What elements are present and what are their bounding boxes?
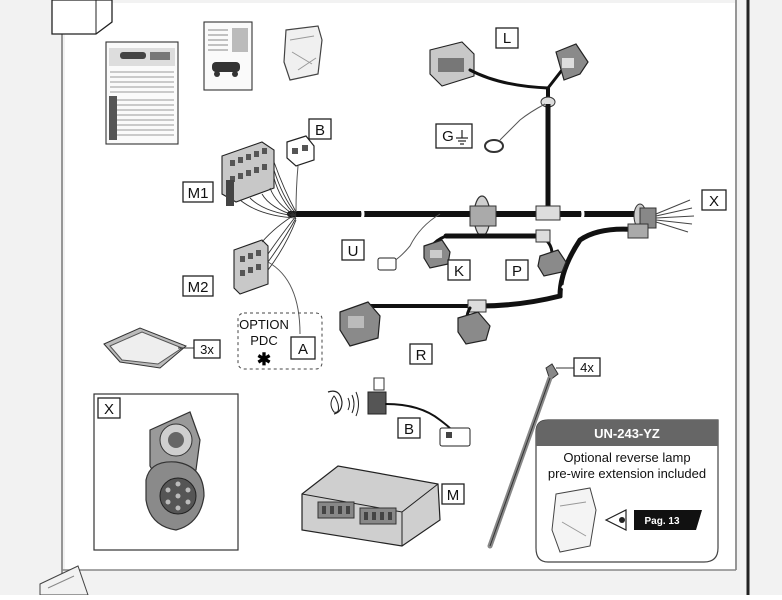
control-module-M — [301, 465, 441, 547]
page-ref-tag: Pag. 13 — [634, 510, 702, 530]
info-line-2: pre-wire extension included — [548, 466, 706, 481]
label-L-text: L — [503, 30, 511, 47]
connector-B-top — [286, 135, 315, 213]
label-X-box-text: X — [104, 401, 114, 418]
pdc-text: PDC — [250, 333, 277, 348]
trailer-socket-icon — [145, 411, 205, 531]
info-line-1: Optional reverse lamp — [563, 450, 690, 465]
label-M-text: M — [447, 487, 460, 504]
label-3x: 3x — [193, 339, 221, 359]
label-K: K — [447, 259, 471, 281]
label-3x-text: 3x — [200, 342, 214, 357]
connector-U — [377, 213, 441, 271]
label-M2: M2 — [182, 275, 214, 297]
ear-icon — [327, 390, 343, 415]
label-P: P — [505, 259, 529, 281]
connector-M1 — [221, 141, 297, 219]
label-B-bottom-text: B — [404, 421, 414, 438]
label-G: G — [435, 123, 473, 149]
ground-symbol-icon — [456, 130, 468, 145]
main-harness — [287, 104, 695, 309]
label-4x: 4x — [573, 357, 601, 377]
socket-X-box: X — [93, 393, 239, 551]
label-U: U — [341, 239, 365, 261]
cable-tie-icon — [487, 363, 574, 549]
option-text: OPTION — [239, 317, 289, 332]
label-X-right-text: X — [709, 193, 719, 210]
label-M2-text: M2 — [188, 279, 209, 296]
info-bag-icon — [551, 487, 597, 553]
label-G-text: G — [442, 128, 454, 145]
ground-wire-G — [484, 103, 546, 153]
label-R: R — [409, 343, 433, 365]
asterisk-text: ✱ — [257, 350, 271, 369]
connector-R — [339, 299, 491, 347]
buzzer-B — [327, 377, 471, 447]
label-B-bottom: B — [397, 417, 421, 439]
fitting-card-icon — [203, 21, 253, 91]
label-M1-text: M1 — [188, 185, 209, 202]
box-icon — [51, 0, 113, 35]
connector-M2 — [233, 213, 301, 335]
label-B-top-text: B — [315, 122, 325, 139]
connector-K — [423, 234, 451, 269]
label-P-text: P — [512, 263, 522, 280]
connector-P — [535, 229, 567, 277]
info-box: UN-243-YZ Optional reverse lamp pre-wire… — [535, 419, 719, 563]
label-M: M — [441, 483, 465, 505]
adhesive-pad-icon — [103, 327, 194, 369]
sound-waves-icon — [347, 391, 359, 417]
label-4x-text: 4x — [580, 360, 594, 375]
page-ref-text: Pag. 13 — [644, 516, 679, 527]
label-U-text: U — [348, 243, 359, 260]
instruction-sheet-icon — [105, 41, 179, 145]
eye-icon — [604, 509, 627, 531]
plastic-bag-icon — [283, 25, 323, 81]
label-A-text: A — [298, 341, 308, 358]
label-B-top: B — [308, 118, 332, 140]
label-L: L — [495, 27, 519, 49]
info-code: UN-243-YZ — [594, 426, 660, 441]
connector-L — [429, 41, 589, 108]
label-X-right: X — [701, 189, 727, 211]
label-M1: M1 — [182, 181, 214, 203]
label-R-text: R — [416, 347, 427, 364]
option-pdc-box: OPTION PDC ✱ A — [237, 312, 323, 370]
label-K-text: K — [454, 263, 464, 280]
